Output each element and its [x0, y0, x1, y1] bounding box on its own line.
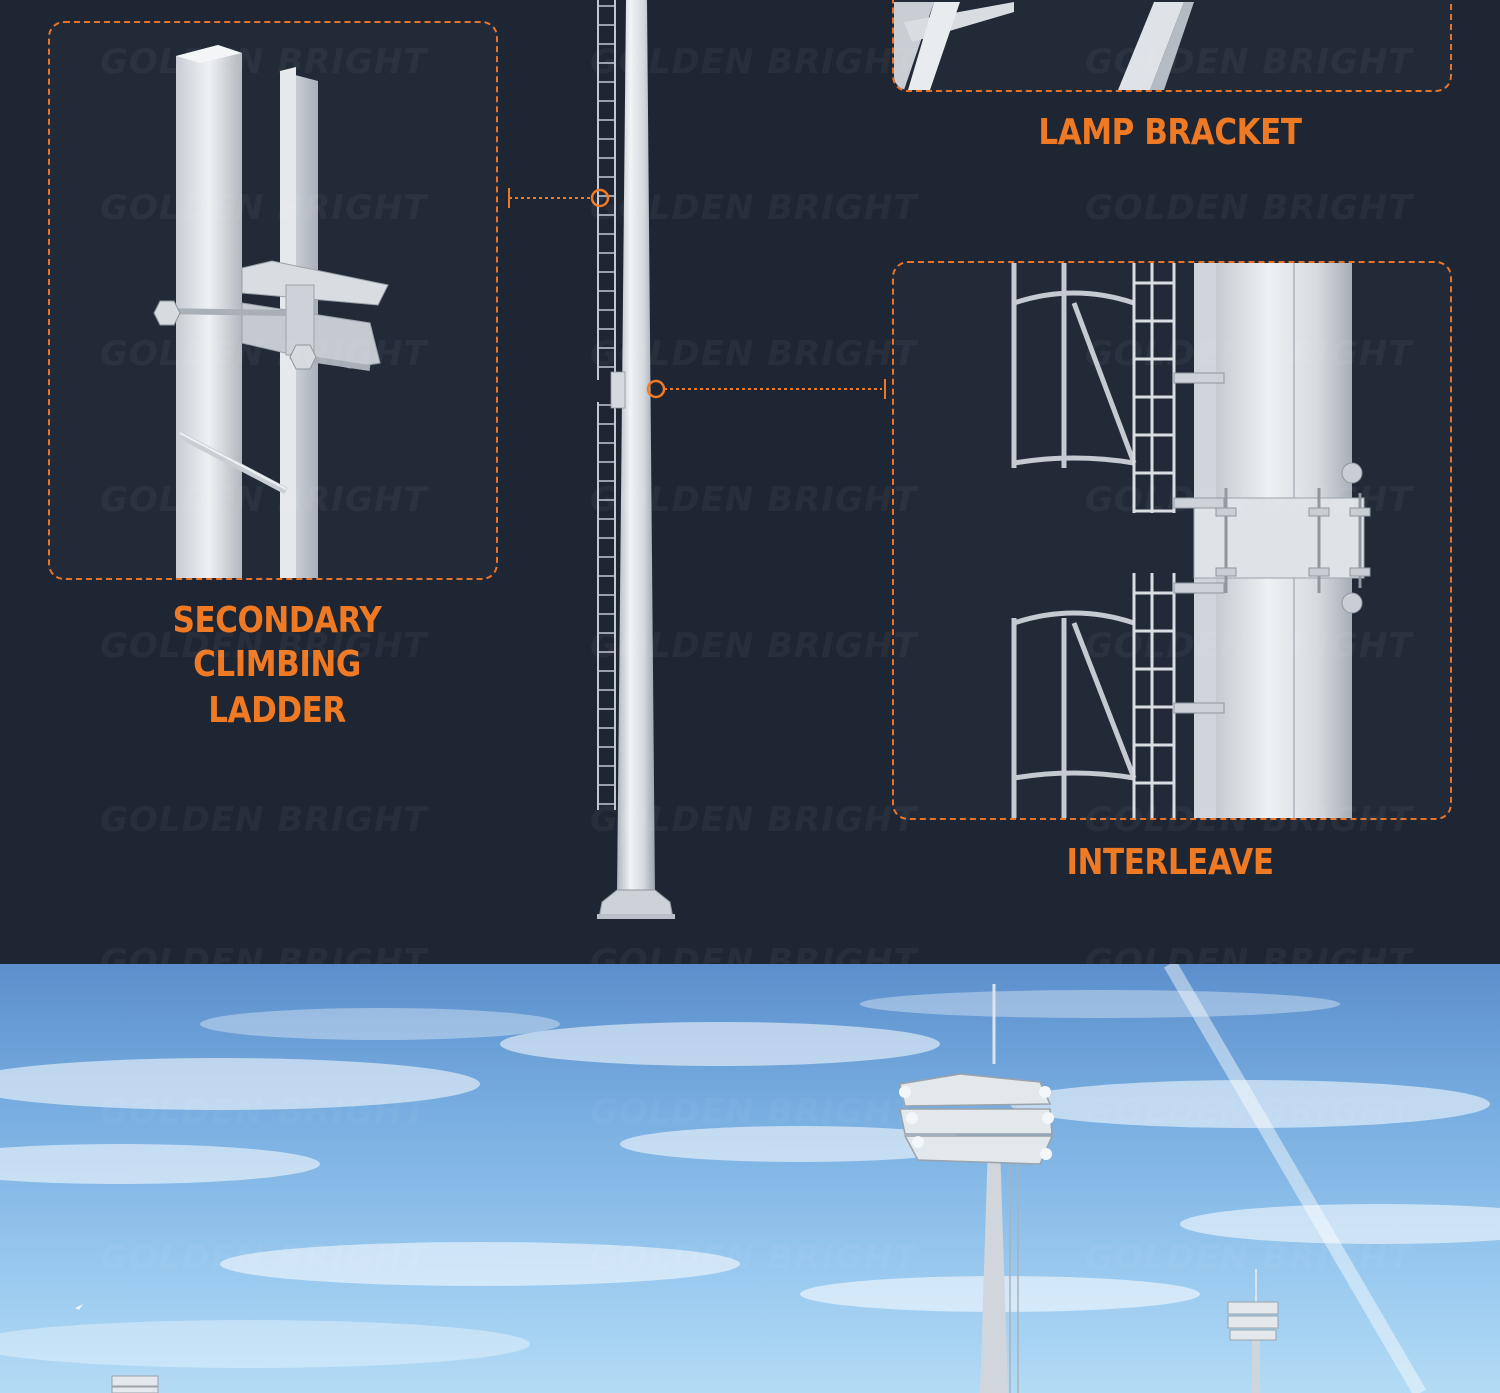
- watermark: GOLDEN BRIGHT: [1085, 942, 1413, 964]
- product-detail-section: GOLDEN BRIGHT GOLDEN BRIGHT GOLDEN BRIGH…: [48, 0, 1452, 964]
- watermark: GOLDEN BRIGHT: [100, 800, 428, 840]
- watermark: GOLDEN BRIGHT: [1085, 188, 1413, 228]
- secondary-ladder-caption-line2: CLIMBING LADDER: [193, 644, 361, 731]
- lamp-bracket-illustration: [894, 2, 1194, 90]
- interleave-detail-frame: [892, 261, 1452, 820]
- interleave-connector-line: [664, 379, 886, 399]
- watermark: GOLDEN BRIGHT: [590, 942, 918, 964]
- secondary-ladder-detail-frame: [48, 21, 498, 580]
- sky-with-floodlight-masts: [0, 964, 1500, 1393]
- lamp-bracket-detail-frame: [892, 0, 1452, 92]
- high-mast-pole-illustration: [590, 0, 675, 919]
- ladder-detail-illustration: [153, 45, 389, 578]
- stadium-sky-photo: GOLDEN BRIGHT GOLDEN BRIGHT GOLDEN BRIGH…: [0, 964, 1500, 1393]
- interleave-illustration: [1011, 263, 1371, 818]
- lamp-bracket-caption: LAMP BRACKET: [1038, 112, 1302, 153]
- secondary-ladder-caption-line1: SECONDARY: [172, 600, 382, 641]
- interleave-caption: INTERLEAVE: [1066, 842, 1274, 883]
- watermark: GOLDEN BRIGHT: [100, 942, 428, 964]
- ladder-connector-line: [508, 188, 593, 208]
